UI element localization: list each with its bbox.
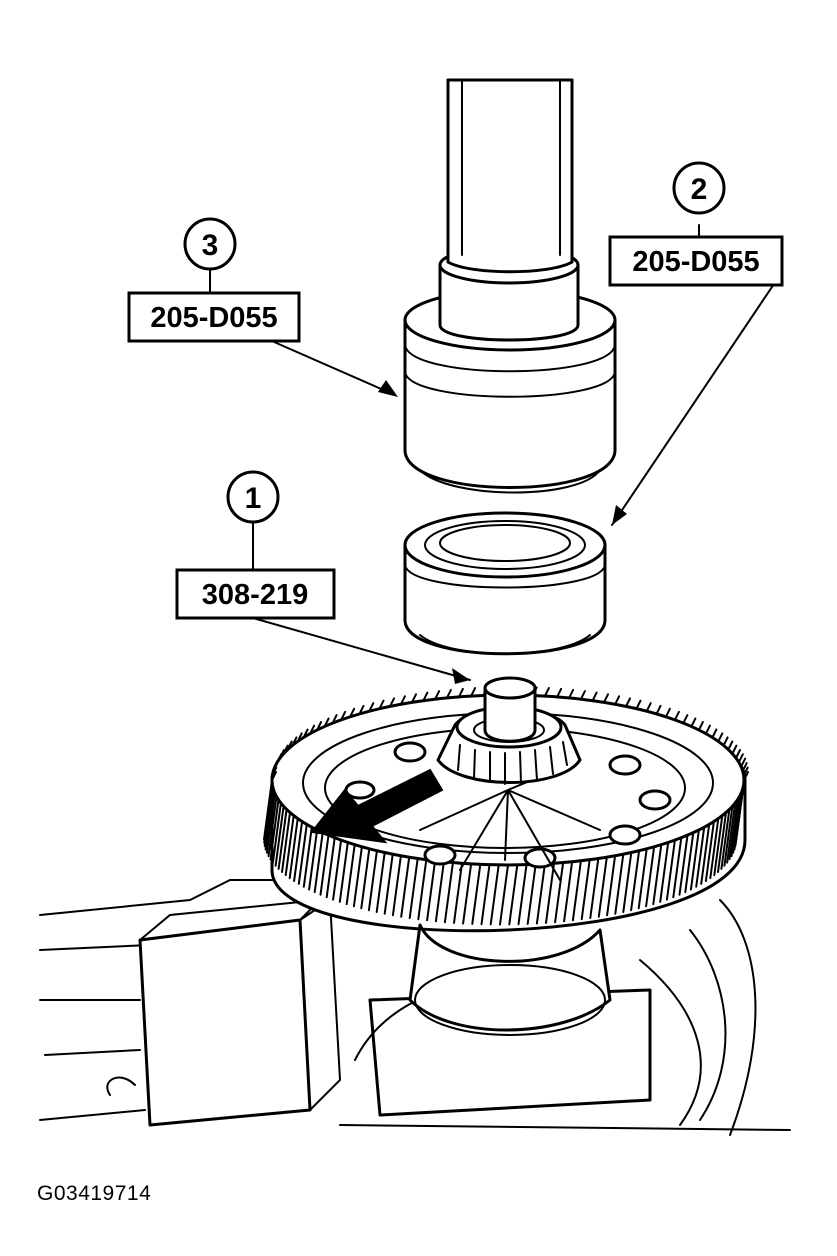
figure-id: G03419714 — [37, 1182, 152, 1205]
callout-2-number: 2 — [691, 173, 708, 206]
side-gear — [436, 705, 582, 785]
direction-arrow — [310, 768, 444, 844]
callout-2: 2 205-D055 — [608, 161, 784, 287]
bolt-heads — [344, 741, 672, 869]
driver-handle — [438, 78, 580, 342]
callout-1-number: 1 — [245, 482, 262, 515]
callout-3-tool-label: 205-D055 — [150, 302, 277, 334]
callout-1: 1 308-219 — [175, 470, 336, 620]
callout-3-number: 3 — [202, 229, 219, 262]
bearing-205-D055 — [403, 511, 607, 656]
callout-2-tool-label: 205-D055 — [632, 246, 759, 278]
callout-3: 3 205-D055 — [127, 217, 301, 343]
callout-1-tool-label: 308-219 — [202, 579, 308, 611]
tool-308-219-pilot — [483, 676, 537, 743]
leader-lines — [209, 224, 781, 684]
